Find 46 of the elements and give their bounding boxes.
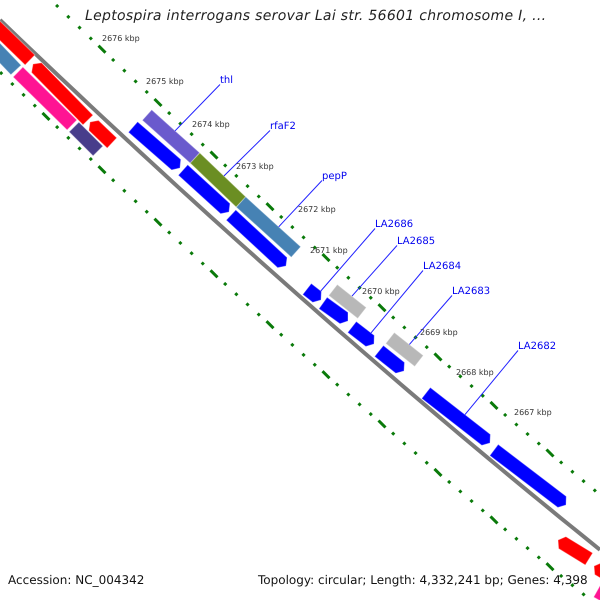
scale-label: 2669 kbp	[420, 328, 458, 338]
gene-feature	[178, 164, 231, 214]
gene-feature	[30, 62, 94, 126]
footer-text: Accession: NC_004342	[8, 574, 144, 588]
scale-label: 2670 kbp	[362, 287, 400, 296]
leader-line	[464, 350, 518, 416]
scale-label: 2671 kbp	[310, 246, 348, 256]
gene-feature	[374, 344, 406, 374]
leader-line	[320, 228, 376, 292]
scale-label: 2676 kbp	[102, 34, 140, 44]
gene-feature	[421, 386, 491, 446]
scale-label: 2674 kbp	[192, 120, 230, 130]
gene-label: rfaF2	[270, 121, 296, 132]
leader-line	[408, 295, 452, 345]
scale-label: 2673 kbp	[236, 162, 274, 172]
gene-label: pepP	[322, 171, 347, 182]
gene-feature	[0, 42, 22, 76]
footer-text: Topology: circular; Length: 4,332,241 bp; Genes: 4,398	[258, 574, 588, 588]
gene-feature	[592, 584, 600, 600]
gene-feature	[318, 296, 348, 324]
map-title: Leptospira interrogans serovar Lai str. 56601 chromosome I, ...	[85, 8, 546, 24]
gene-feature	[0, 20, 36, 66]
gene-feature	[88, 120, 118, 149]
gene-feature	[302, 282, 322, 303]
leader-line	[223, 130, 270, 176]
scale-label: 2672 kbp	[298, 205, 336, 214]
gene-label: thl	[220, 75, 234, 86]
leader-line	[352, 245, 398, 297]
gene-label: LA2684	[423, 261, 462, 272]
leader-line	[370, 270, 424, 334]
gene-label: LA2682	[518, 341, 556, 352]
gene-feature	[489, 444, 567, 508]
gene-label: LA2686	[375, 219, 414, 230]
gene-feature	[557, 536, 594, 566]
gene-feature	[226, 209, 288, 268]
gene-feature	[128, 121, 182, 171]
gene-feature	[347, 320, 375, 348]
leader-line	[278, 180, 322, 228]
leader-line	[174, 84, 220, 132]
gene-feature	[12, 66, 78, 131]
scale-label: 2667 kbp	[514, 408, 552, 418]
gene-label: LA2685	[397, 236, 436, 248]
scale-label: 2668 kbp	[456, 368, 494, 378]
scale-label: 2675 kbp	[146, 77, 184, 86]
gene-label: LA2683	[452, 286, 490, 298]
gene-feature	[68, 121, 104, 157]
